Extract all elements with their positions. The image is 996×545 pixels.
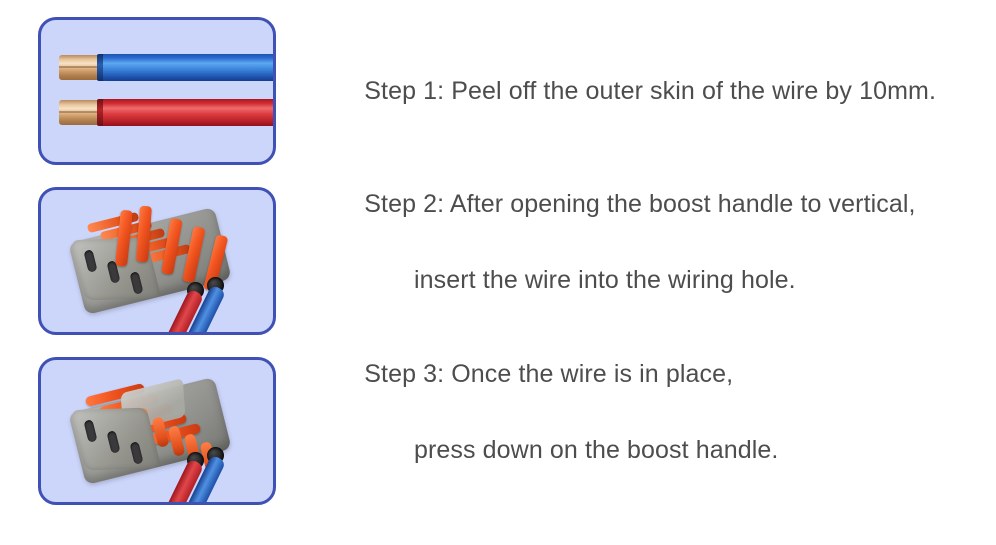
red-wire-copper-conductor [59, 100, 101, 125]
blue-wire-insulation [103, 54, 273, 81]
step-row-3: Step 3: Once the wire is in place, press… [0, 346, 996, 516]
step-1-caption: Step 1: Peel off the outer skin of the w… [322, 34, 996, 148]
lever-connector-closed [68, 374, 255, 502]
step-3-caption: Step 3: Once the wire is in place, press… [322, 317, 996, 545]
step-2-illustration-panel [38, 187, 276, 335]
step-3-illustration-panel [38, 357, 276, 505]
blue-wire-copper-conductor [59, 55, 101, 80]
step-2-line-2: insert the wire into the wiring hole. [414, 266, 796, 294]
step-1-illustration-panel [38, 17, 276, 165]
red-wire-sheath-edge [97, 99, 105, 126]
step-2-line-1: Step 2: After opening the boost handle t… [364, 190, 916, 218]
step-3-line-1: Step 3: Once the wire is in place, [364, 360, 734, 388]
step-row-1: Step 1: Peel off the outer skin of the w… [0, 6, 996, 176]
step-3-line-2: press down on the boost handle. [414, 436, 779, 464]
blue-wire-sheath-edge [97, 54, 105, 81]
red-wire [59, 99, 273, 126]
blue-wire [59, 54, 273, 81]
step-2-caption: Step 2: After opening the boost handle t… [322, 147, 996, 375]
lever-connector-open [68, 204, 255, 332]
step-1-line-1: Step 1: Peel off the outer skin of the w… [364, 77, 936, 105]
step-row-2: Step 2: After opening the boost handle t… [0, 176, 996, 346]
red-wire-insulation [103, 99, 273, 126]
